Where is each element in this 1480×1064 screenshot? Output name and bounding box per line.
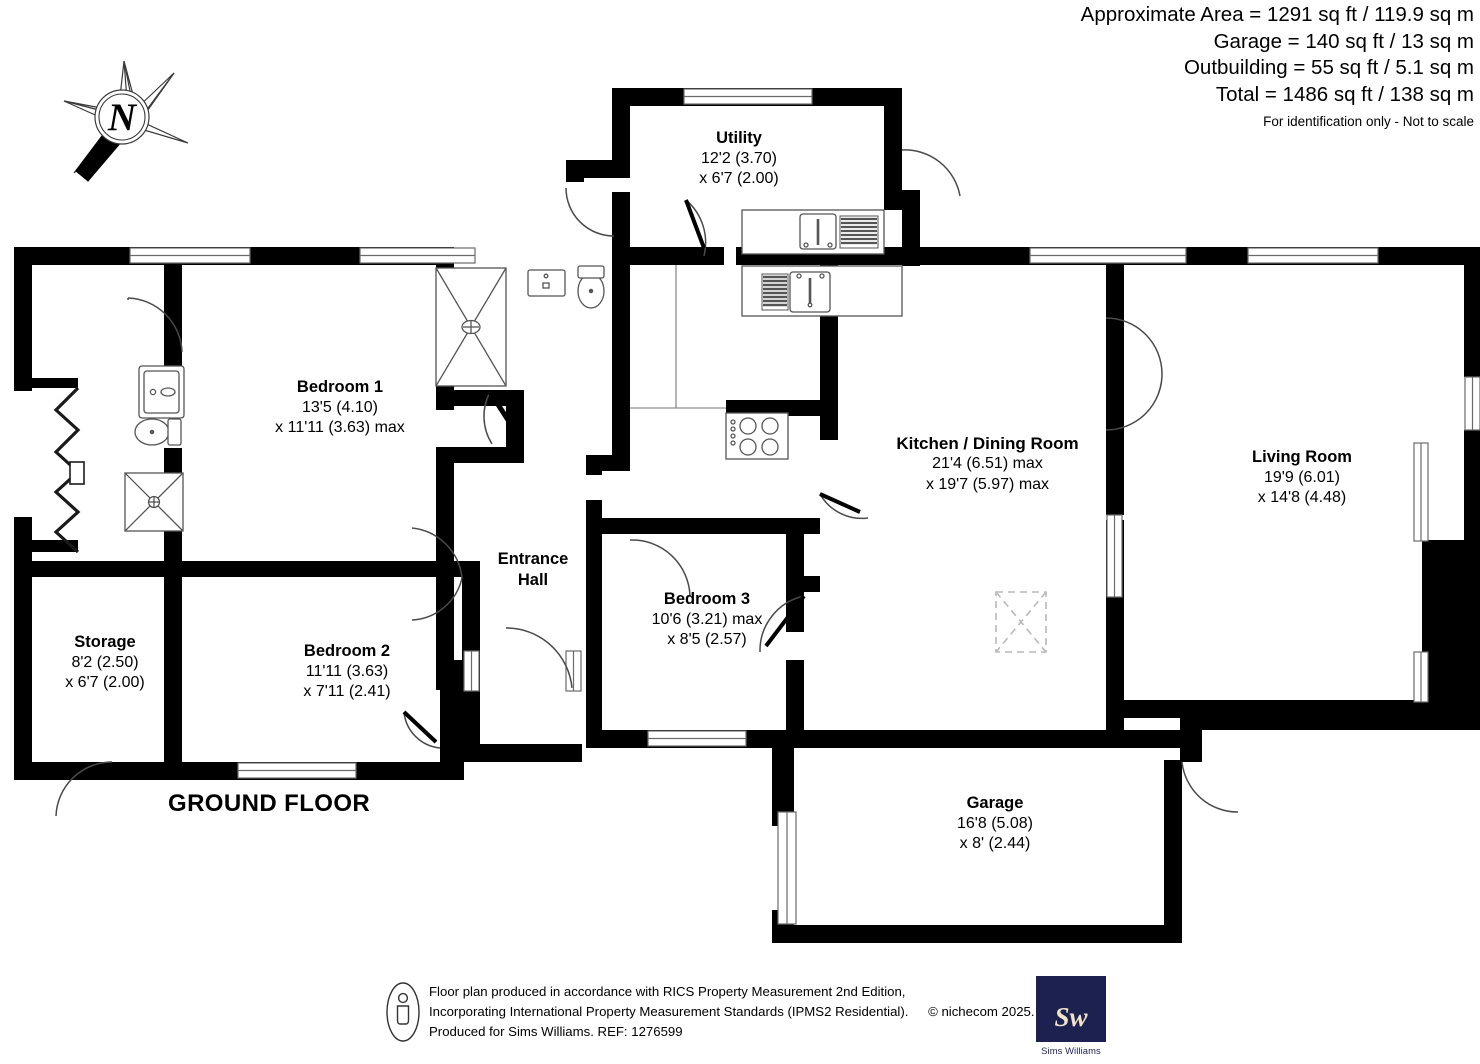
room-label-bedroom1: Bedroom 1 13'5 (4.10) x 11'11 (3.63) max	[190, 377, 490, 438]
room-name-entrance-hall: Entrance	[497, 550, 569, 568]
room-dim2-utility: x 6'7 (2.00)	[699, 169, 779, 187]
room-label-bedroom3: Bedroom 3 10'6 (3.21) max x 8'5 (2.57)	[612, 589, 802, 650]
footer-copyright: © nichecom 2025.	[928, 1004, 1035, 1020]
area-line-garage: Garage = 140 sq ft / 13 sq m	[1213, 29, 1474, 53]
hob-fixture	[725, 412, 789, 460]
room-name-utility: Utility	[716, 129, 762, 147]
room-dim2-garage: x 8' (2.44)	[959, 834, 1031, 852]
room-dim1-storage: 8'2 (2.50)	[71, 653, 139, 671]
logo-box: Sw	[1036, 976, 1106, 1042]
footer-line-2-wrap: Incorporating International Property Mea…	[429, 1002, 1035, 1022]
room-dim1-utility: 12'2 (3.70)	[701, 149, 777, 167]
room-label-living-room: Living Room 19'9 (6.01) x 14'8 (4.48)	[1212, 447, 1392, 508]
room-label-kitchen-dining: Kitchen / Dining Room 21'4 (6.51) max x …	[875, 433, 1100, 495]
room-dim2-kitchen-dining: x 19'7 (5.97) max	[925, 475, 1050, 493]
footer-line-2: Incorporating International Property Mea…	[429, 1004, 909, 1020]
utility-drainer	[839, 215, 879, 249]
footer-block: Floor plan produced in accordance with R…	[385, 978, 1085, 1052]
floor-title: GROUND FLOOR	[168, 790, 371, 817]
room-name-living-room: Living Room	[1252, 448, 1352, 466]
room-name-bedroom2: Bedroom 2	[303, 642, 391, 660]
area-summary: Approximate Area = 1291 sq ft / 119.9 sq…	[1081, 2, 1474, 130]
door-swings-group	[55, 149, 1239, 817]
rooflight-marker	[995, 591, 1047, 653]
footer-text: Floor plan produced in accordance with R…	[429, 982, 1035, 1042]
toilet-fixture-ensuite	[577, 265, 605, 309]
sink-fixture-ensuite	[527, 269, 566, 297]
footer-line-1: Floor plan produced in accordance with R…	[429, 984, 906, 999]
sims-williams-logo: Sw Sims Williams	[1036, 976, 1106, 1059]
room-dim1-kitchen-dining: 21'4 (6.51) max	[932, 455, 1043, 473]
logo-caption: Sims Williams	[1041, 1045, 1101, 1056]
room-dim1-bedroom1: 13'5 (4.10)	[302, 398, 378, 416]
room-name-garage: Garage	[966, 794, 1024, 812]
shower-tray-ensuite	[435, 267, 507, 387]
kitchen-drainer	[761, 273, 789, 311]
room-label-utility: Utility 12'2 (3.70) x 6'7 (2.00)	[649, 128, 829, 189]
area-disclaimer: For identification only - Not to scale	[1263, 113, 1474, 129]
room-dim2-storage: x 6'7 (2.00)	[65, 673, 145, 691]
room-dim1-bedroom3: 10'6 (3.21) max	[651, 610, 763, 628]
windows-group	[129, 88, 1480, 925]
shower-tray-bathroom	[124, 472, 184, 532]
room-dim2-bedroom3: x 8'5 (2.57)	[667, 630, 747, 648]
accessibility-person-icon	[385, 981, 421, 1043]
room-name-kitchen-dining: Kitchen / Dining Room	[896, 434, 1079, 453]
room-label-bedroom2: Bedroom 2 11'11 (3.63) x 7'11 (2.41)	[252, 641, 442, 702]
room-label-storage: Storage 8'2 (2.50) x 6'7 (2.00)	[25, 632, 185, 693]
room-dim2-bedroom1: x 11'11 (3.63) max	[275, 418, 405, 436]
area-line-outbuilding: Outbuilding = 55 sq ft / 5.1 sq m	[1183, 56, 1474, 80]
room-name-bedroom3: Bedroom 3	[663, 590, 751, 608]
room-dim1-garage: 16'8 (5.08)	[957, 814, 1033, 832]
area-line-approximate: Approximate Area = 1291 sq ft / 119.9 sq…	[1080, 3, 1474, 26]
toilet-fixture-bathroom	[134, 418, 182, 446]
compass-north-label: N	[107, 96, 138, 139]
bifold-doors	[53, 386, 85, 554]
fixtures-group	[124, 209, 903, 532]
room-dim1-living-room: 19'9 (6.01)	[1264, 468, 1340, 486]
logo-monogram: Sw	[1054, 1002, 1088, 1032]
compass-rose: N	[56, 55, 196, 185]
room-dim2-bedroom2: x 7'11 (2.41)	[303, 682, 391, 700]
room-name-entrance-hall-2: Hall	[517, 570, 549, 589]
room-dim2-living-room: x 14'8 (4.48)	[1257, 488, 1347, 506]
room-name-bedroom1: Bedroom 1	[296, 378, 384, 396]
area-line-total: Total = 1486 sq ft / 138 sq m	[1215, 82, 1474, 106]
room-name-storage: Storage	[74, 633, 136, 651]
room-label-garage: Garage 16'8 (5.08) x 8' (2.44)	[910, 793, 1080, 854]
room-label-entrance-hall: Entrance Hall	[468, 549, 598, 591]
room-dim1-bedroom2: 11'11 (3.63)	[305, 662, 389, 680]
footer-line-3: Produced for Sims Williams. REF: 1276599	[429, 1024, 683, 1040]
